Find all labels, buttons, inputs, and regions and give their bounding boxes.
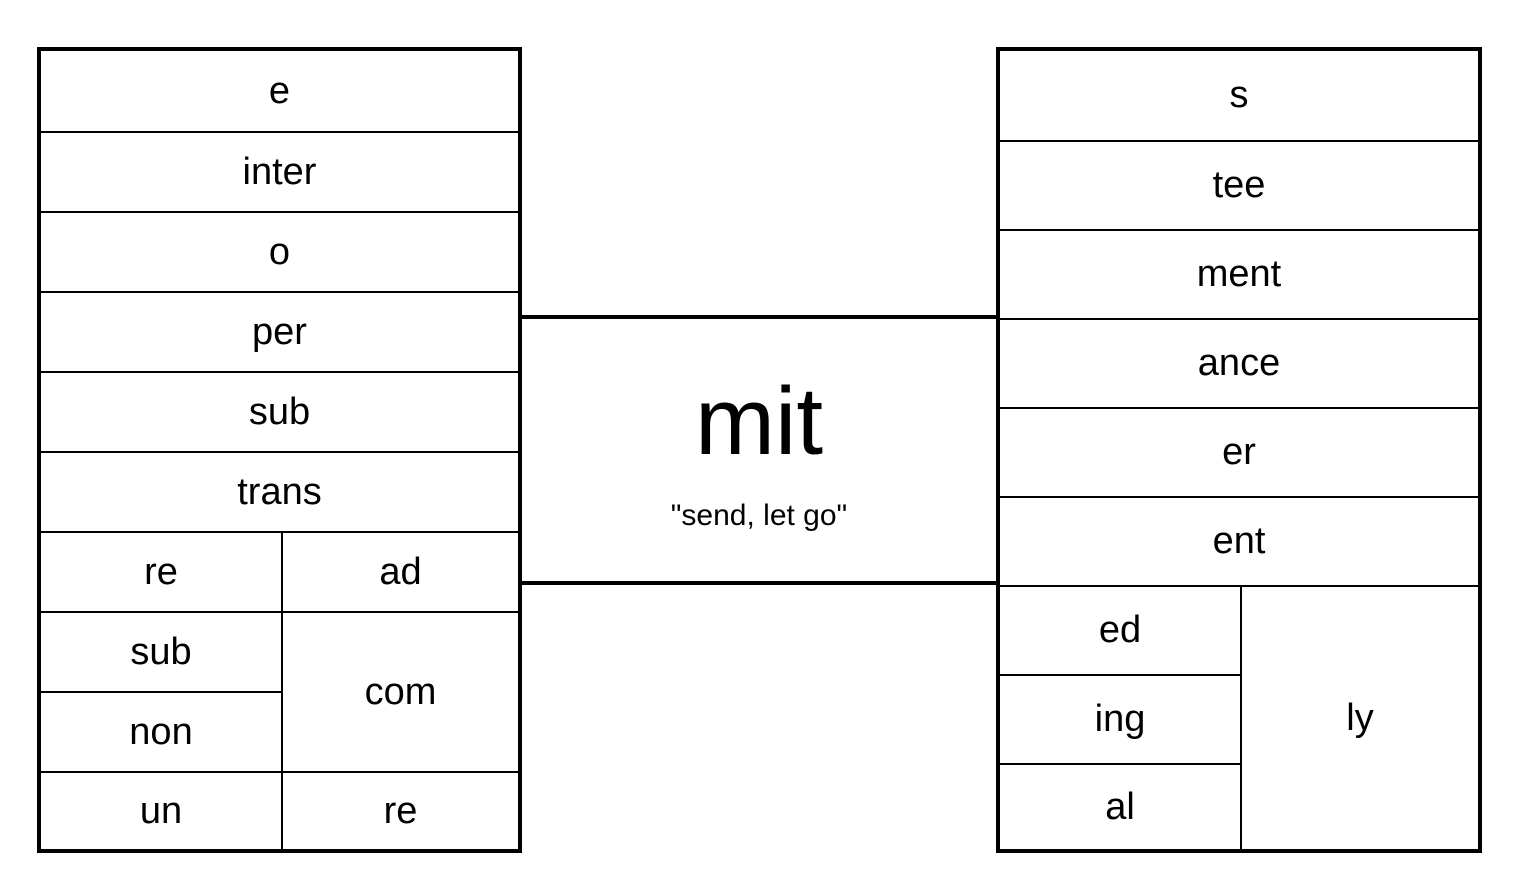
prefix-re: re xyxy=(41,531,281,611)
suffix-al: al xyxy=(1000,763,1240,849)
prefix-com: com xyxy=(281,611,518,771)
suffix-tee: tee xyxy=(1000,140,1478,229)
prefix-sub-secondary: sub xyxy=(41,611,281,691)
prefix-inter: inter xyxy=(41,131,518,211)
prefix-non: non xyxy=(41,691,281,771)
prefix-un: un xyxy=(41,771,281,849)
prefix-per: per xyxy=(41,291,518,371)
suffix-ment: ment xyxy=(1000,229,1478,318)
suffix-ly: ly xyxy=(1240,585,1478,849)
root-box: mit "send, let go" xyxy=(520,315,998,585)
prefix-re-secondary: re xyxy=(281,771,518,849)
prefix-box: e inter o per sub trans re sub non un ad… xyxy=(37,47,522,853)
suffix-box: s tee ment ance er ent ed ing al ly xyxy=(996,47,1482,853)
suffix-s: s xyxy=(1229,74,1249,116)
prefix-sub: sub xyxy=(41,371,518,451)
root-word: mit xyxy=(695,368,823,475)
root-meaning: "send, let go" xyxy=(670,499,848,532)
suffix-ance: ance xyxy=(1000,318,1478,407)
suffix-ent: ent xyxy=(1000,496,1478,585)
suffix-ed: ed xyxy=(1000,585,1240,674)
prefix-e: e xyxy=(268,69,291,112)
suffix-ing: ing xyxy=(1000,674,1240,763)
prefix-trans: trans xyxy=(41,451,518,531)
prefix-ad: ad xyxy=(281,531,518,611)
suffix-er: er xyxy=(1000,407,1478,496)
prefix-o: o xyxy=(41,211,518,291)
